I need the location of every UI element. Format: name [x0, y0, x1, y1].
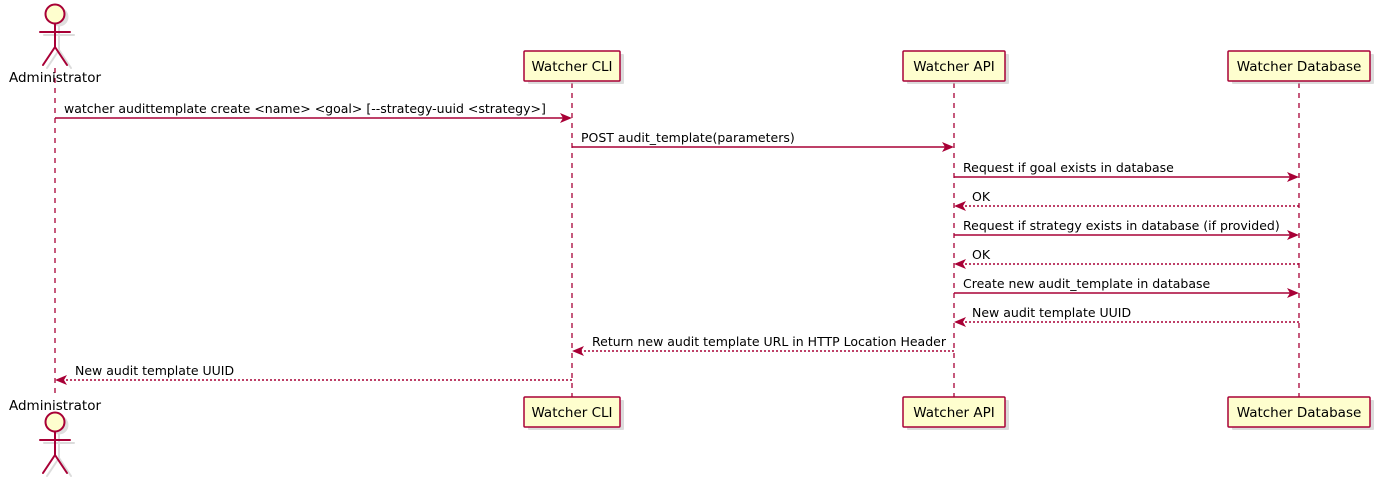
actor-body-icon [39, 23, 71, 66]
message-6-label: OK [972, 247, 991, 262]
participant-label-watcher-api-bottom: Watcher API [913, 405, 995, 421]
message-10-label: New audit template UUID [75, 363, 234, 378]
participant-label-watcher-cli-bottom: Watcher CLI [531, 405, 612, 421]
message-8: New audit template UUID [954, 305, 1299, 327]
participant-box-watcher-database-bottom[interactable]: Watcher Database [1227, 396, 1374, 430]
participant-box-watcher-api-top[interactable]: Watcher API [902, 50, 1009, 84]
message-8-label: New audit template UUID [972, 305, 1131, 320]
participant-label-watcher-database-bottom: Watcher Database [1237, 405, 1362, 421]
message-10: New audit template UUID [55, 363, 572, 385]
message-1: watcher audittemplate create <name> <goa… [55, 101, 572, 123]
participant-label-watcher-database-top: Watcher Database [1237, 59, 1362, 75]
actor-administrator-top[interactable]: Administrator [9, 3, 101, 87]
message-5: Request if strategy exists in database (… [954, 218, 1299, 240]
message-1-arrowhead [560, 113, 572, 123]
message-9-arrowhead [572, 346, 584, 356]
message-8-arrowhead [954, 317, 966, 327]
box-body [523, 396, 621, 428]
message-2: POST audit_template(parameters) [572, 130, 954, 152]
actor-label-administrator-top: Administrator [9, 70, 101, 86]
message-10-arrowhead [55, 375, 67, 385]
actor-body-icon [39, 431, 71, 474]
message-7-arrowhead [1287, 288, 1299, 298]
actor-head-icon [44, 3, 66, 25]
participant-label-watcher-cli-top: Watcher CLI [531, 59, 612, 75]
message-7: Create new audit_template in database [954, 276, 1299, 298]
participant-box-watcher-cli-top[interactable]: Watcher CLI [523, 50, 624, 84]
actor-head-icon [44, 411, 66, 433]
message-6-arrowhead [954, 259, 966, 269]
message-2-label: POST audit_template(parameters) [581, 130, 795, 145]
participant-box-watcher-cli-bottom[interactable]: Watcher CLI [523, 396, 624, 430]
message-2-arrowhead [942, 142, 954, 152]
message-1-label: watcher audittemplate create <name> <goa… [64, 101, 546, 116]
message-9-label: Return new audit template URL in HTTP Lo… [592, 334, 947, 349]
box-body [902, 396, 1006, 428]
message-4: OK [954, 189, 1299, 211]
message-9: Return new audit template URL in HTTP Lo… [572, 334, 954, 356]
message-3-label: Request if goal exists in database [963, 160, 1174, 175]
message-6: OK [954, 247, 1299, 269]
box-body [902, 50, 1006, 82]
box-body [1227, 50, 1371, 82]
message-7-label: Create new audit_template in database [963, 276, 1210, 291]
message-5-label: Request if strategy exists in database (… [963, 218, 1280, 233]
participant-box-watcher-database-top[interactable]: Watcher Database [1227, 50, 1374, 84]
actor-administrator-bottom[interactable]: Administrator [9, 398, 101, 477]
message-5-arrowhead [1287, 230, 1299, 240]
box-body [523, 50, 621, 82]
message-3: Request if goal exists in database [954, 160, 1299, 182]
lifelines-layer [54, 68, 1300, 397]
message-4-label: OK [972, 189, 991, 204]
actor-label-administrator-bottom: Administrator [9, 398, 101, 414]
participant-label-watcher-api-top: Watcher API [913, 59, 995, 75]
box-body [1227, 396, 1371, 428]
participant-box-watcher-api-bottom[interactable]: Watcher API [902, 396, 1009, 430]
message-4-arrowhead [954, 201, 966, 211]
message-3-arrowhead [1287, 172, 1299, 182]
